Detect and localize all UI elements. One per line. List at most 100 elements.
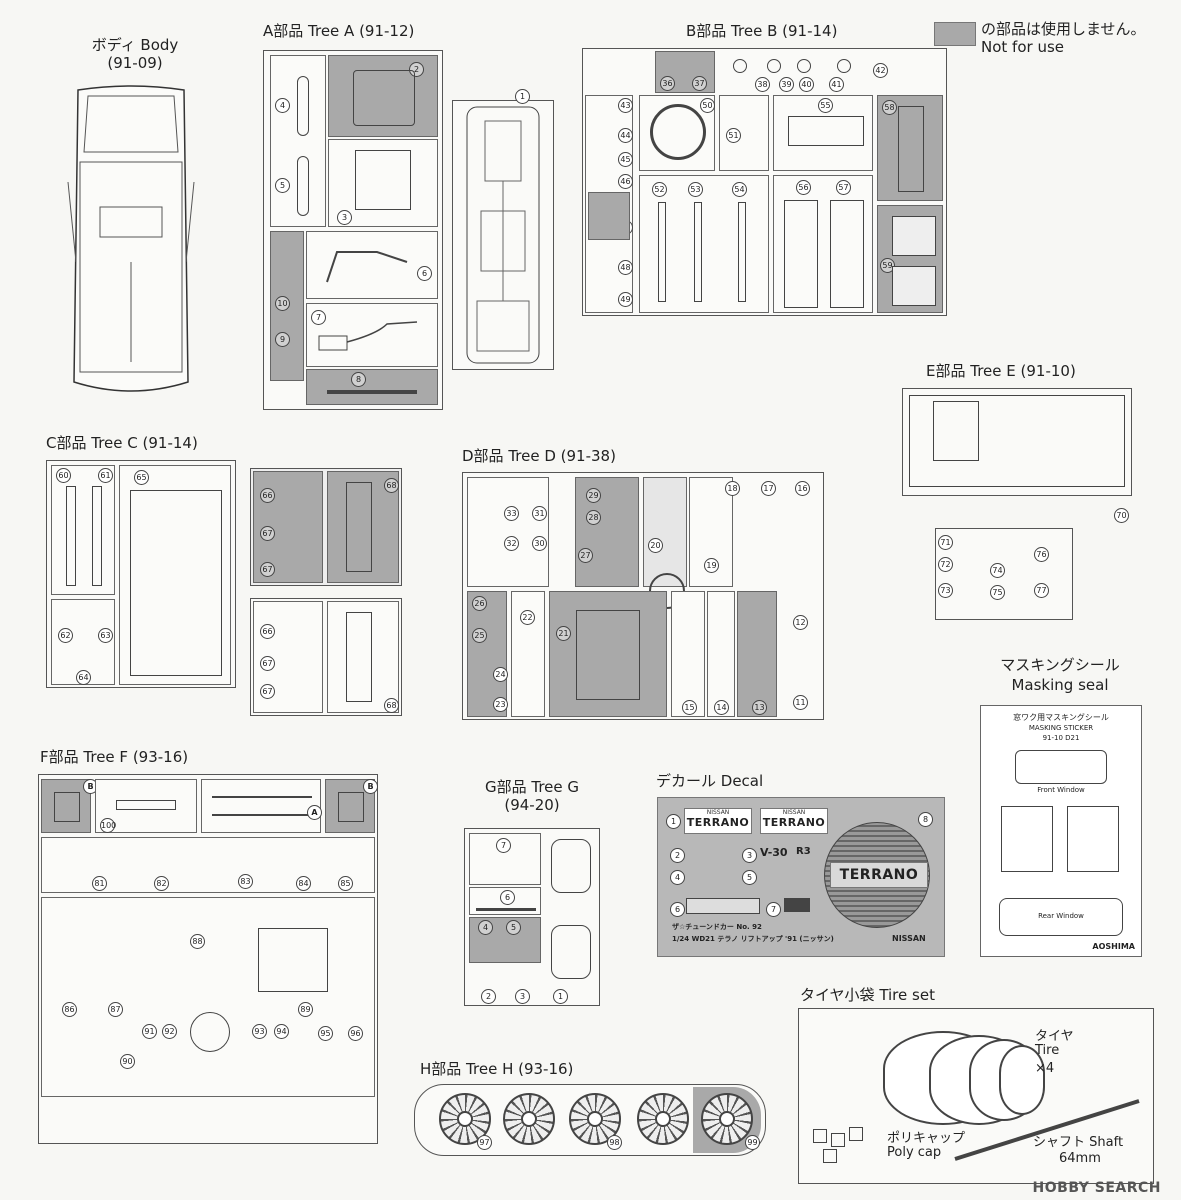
part-number: 68 — [384, 698, 399, 713]
wheel-cap-part — [767, 59, 781, 73]
dashboard-part — [346, 612, 372, 702]
panel-part — [784, 200, 818, 308]
part-number: 23 — [493, 697, 508, 712]
interior-tub-part — [130, 490, 222, 676]
decal-line2: 1/24 WD21 テラノ リフトアップ '91 (ニッサン) — [672, 935, 834, 943]
decal-number: 2 — [670, 848, 685, 863]
part-number: 22 — [520, 610, 535, 625]
tree-a-cell-8: 8 — [306, 369, 438, 405]
decal-number: 4 — [670, 870, 685, 885]
tree-d-frame: 33 32 31 30 29 28 27 20 19 18 17 16 26 2… — [462, 472, 824, 720]
part-number: 33 — [504, 506, 519, 521]
bumper-part — [297, 76, 309, 136]
tree-c-cell-66-67: 66 67 67 — [253, 471, 323, 583]
part-number: 74 — [990, 563, 1005, 578]
part-number: 43 — [618, 98, 633, 113]
part-number: 51 — [726, 128, 741, 143]
decal-terrano-1: NISSAN TERRANO — [684, 808, 752, 834]
side-window-mask — [1001, 806, 1053, 872]
part-number: 55 — [818, 98, 833, 113]
tree-a-cell-4-5: 4 5 — [270, 55, 326, 227]
tree-b-cell-50: 50 — [639, 95, 715, 171]
decal-brand-small: NISSAN — [782, 809, 806, 816]
part-number: 4 — [275, 98, 290, 113]
tree-d-title: D部品 Tree D (91-38) — [462, 447, 616, 465]
part-number: 100 — [100, 818, 116, 833]
decal-terrano-2: NISSAN TERRANO — [760, 808, 828, 834]
poly-cap-part — [813, 1129, 827, 1143]
frame-part — [353, 70, 415, 126]
part-number: 59 — [880, 258, 895, 273]
rollbar-part — [898, 106, 924, 192]
strip-part — [92, 486, 102, 586]
wheel-part — [439, 1093, 491, 1145]
part-number: 10 — [275, 296, 290, 311]
tree-d-cell-13: 13 — [737, 591, 777, 717]
part-number: 72 — [938, 557, 953, 572]
bracket-part — [54, 792, 80, 822]
part-number: 39 — [779, 77, 794, 92]
roof-part — [909, 395, 1125, 487]
part-number: 18 — [725, 481, 740, 496]
tree-g-title: G部品 Tree G — [484, 778, 580, 796]
seat-part — [551, 925, 591, 979]
decal-r3: R3 — [796, 846, 811, 857]
part-number: 65 — [134, 470, 149, 485]
tree-c-sub1: 66 67 67 68 — [250, 468, 402, 586]
part-number: 70 — [1114, 508, 1129, 523]
part-number: 73 — [938, 583, 953, 598]
tree-b-cell-55: 55 — [773, 95, 873, 171]
tree-c-frame: 60 61 62 63 64 65 — [46, 460, 236, 688]
wheel-part — [637, 1093, 689, 1145]
part-number: 28 — [586, 510, 601, 525]
part-number: 16 — [795, 481, 810, 496]
part-number: 41 — [829, 77, 844, 92]
bumper-part — [297, 156, 309, 216]
legend-en: Not for use — [981, 38, 1064, 56]
part-number: 36 — [660, 76, 675, 91]
part-number: 67 — [260, 562, 275, 577]
poly-cap-part — [831, 1133, 845, 1147]
mask-sheet-sub: MASKING STICKER — [1028, 724, 1094, 732]
tires-frame: タイヤ Tire ×4 ポリキャップ Poly cap シャフト Shaft 6… — [798, 1008, 1154, 1184]
decal-brand-small: NISSAN — [706, 809, 730, 816]
seat-part — [551, 839, 591, 893]
body-code: (91-09) — [107, 54, 163, 72]
decal-number: 6 — [670, 902, 685, 917]
part-number: 5 — [275, 178, 290, 193]
part-number: 76 — [1034, 547, 1049, 562]
part-number: 95 — [318, 1026, 333, 1041]
part-number: 42 — [873, 63, 888, 78]
strip-part — [738, 202, 746, 302]
decal-v30: V-30 — [760, 846, 788, 859]
ring-part — [650, 104, 706, 160]
poly-cap-part — [849, 1127, 863, 1141]
decal-line1: ザ☆チューンドカー No. 92 — [672, 923, 762, 931]
part-number: 1 — [515, 89, 530, 104]
part-number: 53 — [688, 182, 703, 197]
tree-c-cell-62-64: 62 63 64 — [51, 599, 115, 685]
tree-a-cell-7: 7 — [306, 303, 438, 367]
tree-f-row-86-96: 86 87 88 89 90 91 92 93 94 95 96 — [41, 897, 375, 1097]
part-number: 84 — [296, 876, 311, 891]
seat-part — [788, 116, 864, 146]
decal-number: 8 — [918, 812, 933, 827]
tree-a-cell-3: 3 — [328, 139, 438, 227]
tree-c-cell-60-61: 60 61 — [51, 465, 115, 595]
side-window-mask — [1067, 806, 1119, 872]
part-number: 38 — [755, 77, 770, 92]
rod-part — [212, 796, 312, 798]
part-number: 27 — [578, 548, 593, 563]
part-number: 75 — [990, 585, 1005, 600]
tree-c-cell-68b: 68 — [327, 601, 399, 713]
decal-logo-text: TERRANO — [839, 867, 919, 883]
part-number: 61 — [98, 468, 113, 483]
tree-h-title: H部品 Tree H (93-16) — [420, 1060, 574, 1078]
part-number: 60 — [56, 468, 71, 483]
part-number: 67 — [260, 684, 275, 699]
part-number: 64 — [76, 670, 91, 685]
part-number: 12 — [793, 615, 808, 630]
emblem-decal — [784, 898, 810, 912]
part-number: 4 — [478, 920, 493, 935]
part-number: 2 — [481, 989, 496, 1004]
